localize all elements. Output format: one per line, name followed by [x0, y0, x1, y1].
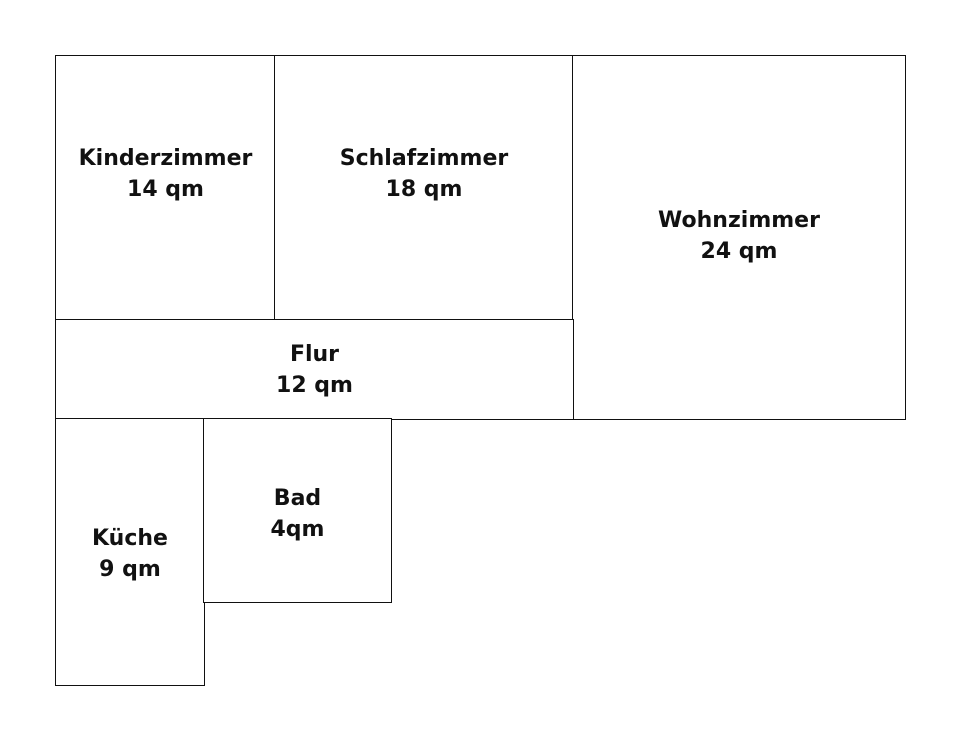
room-label: Küche 9 qm — [92, 523, 168, 585]
room-label: Wohnzimmer 24 qm — [658, 205, 820, 267]
room-label: Kinderzimmer 14 qm — [79, 143, 253, 205]
room-area: 4qm — [270, 516, 325, 542]
room-name: Kinderzimmer — [78, 146, 253, 171]
room-schlafzimmer: Schlafzimmer 18 qm — [274, 55, 574, 321]
room-bad: Bad 4qm — [203, 418, 392, 603]
room-wohnzimmer: Wohnzimmer 24 qm — [572, 55, 906, 420]
room-label: Flur 12 qm — [276, 339, 353, 401]
room-area: 14 qm — [127, 177, 204, 202]
room-name: Wohnzimmer — [658, 207, 820, 233]
room-area: 12 qm — [276, 372, 353, 398]
room-kinderzimmer: Kinderzimmer 14 qm — [55, 55, 276, 321]
room-flur: Flur 12 qm — [55, 319, 574, 420]
room-kueche: Küche 9 qm — [55, 418, 205, 686]
room-name: Bad — [273, 485, 322, 511]
room-label: Bad 4qm — [271, 483, 325, 545]
room-area: 9 qm — [99, 557, 161, 582]
room-name: Küche — [92, 526, 168, 551]
room-label: Schlafzimmer 18 qm — [340, 143, 508, 205]
room-name: Flur — [289, 341, 340, 367]
room-name: Schlafzimmer — [339, 146, 509, 171]
room-area: 18 qm — [385, 177, 463, 202]
room-area: 24 qm — [700, 238, 778, 264]
